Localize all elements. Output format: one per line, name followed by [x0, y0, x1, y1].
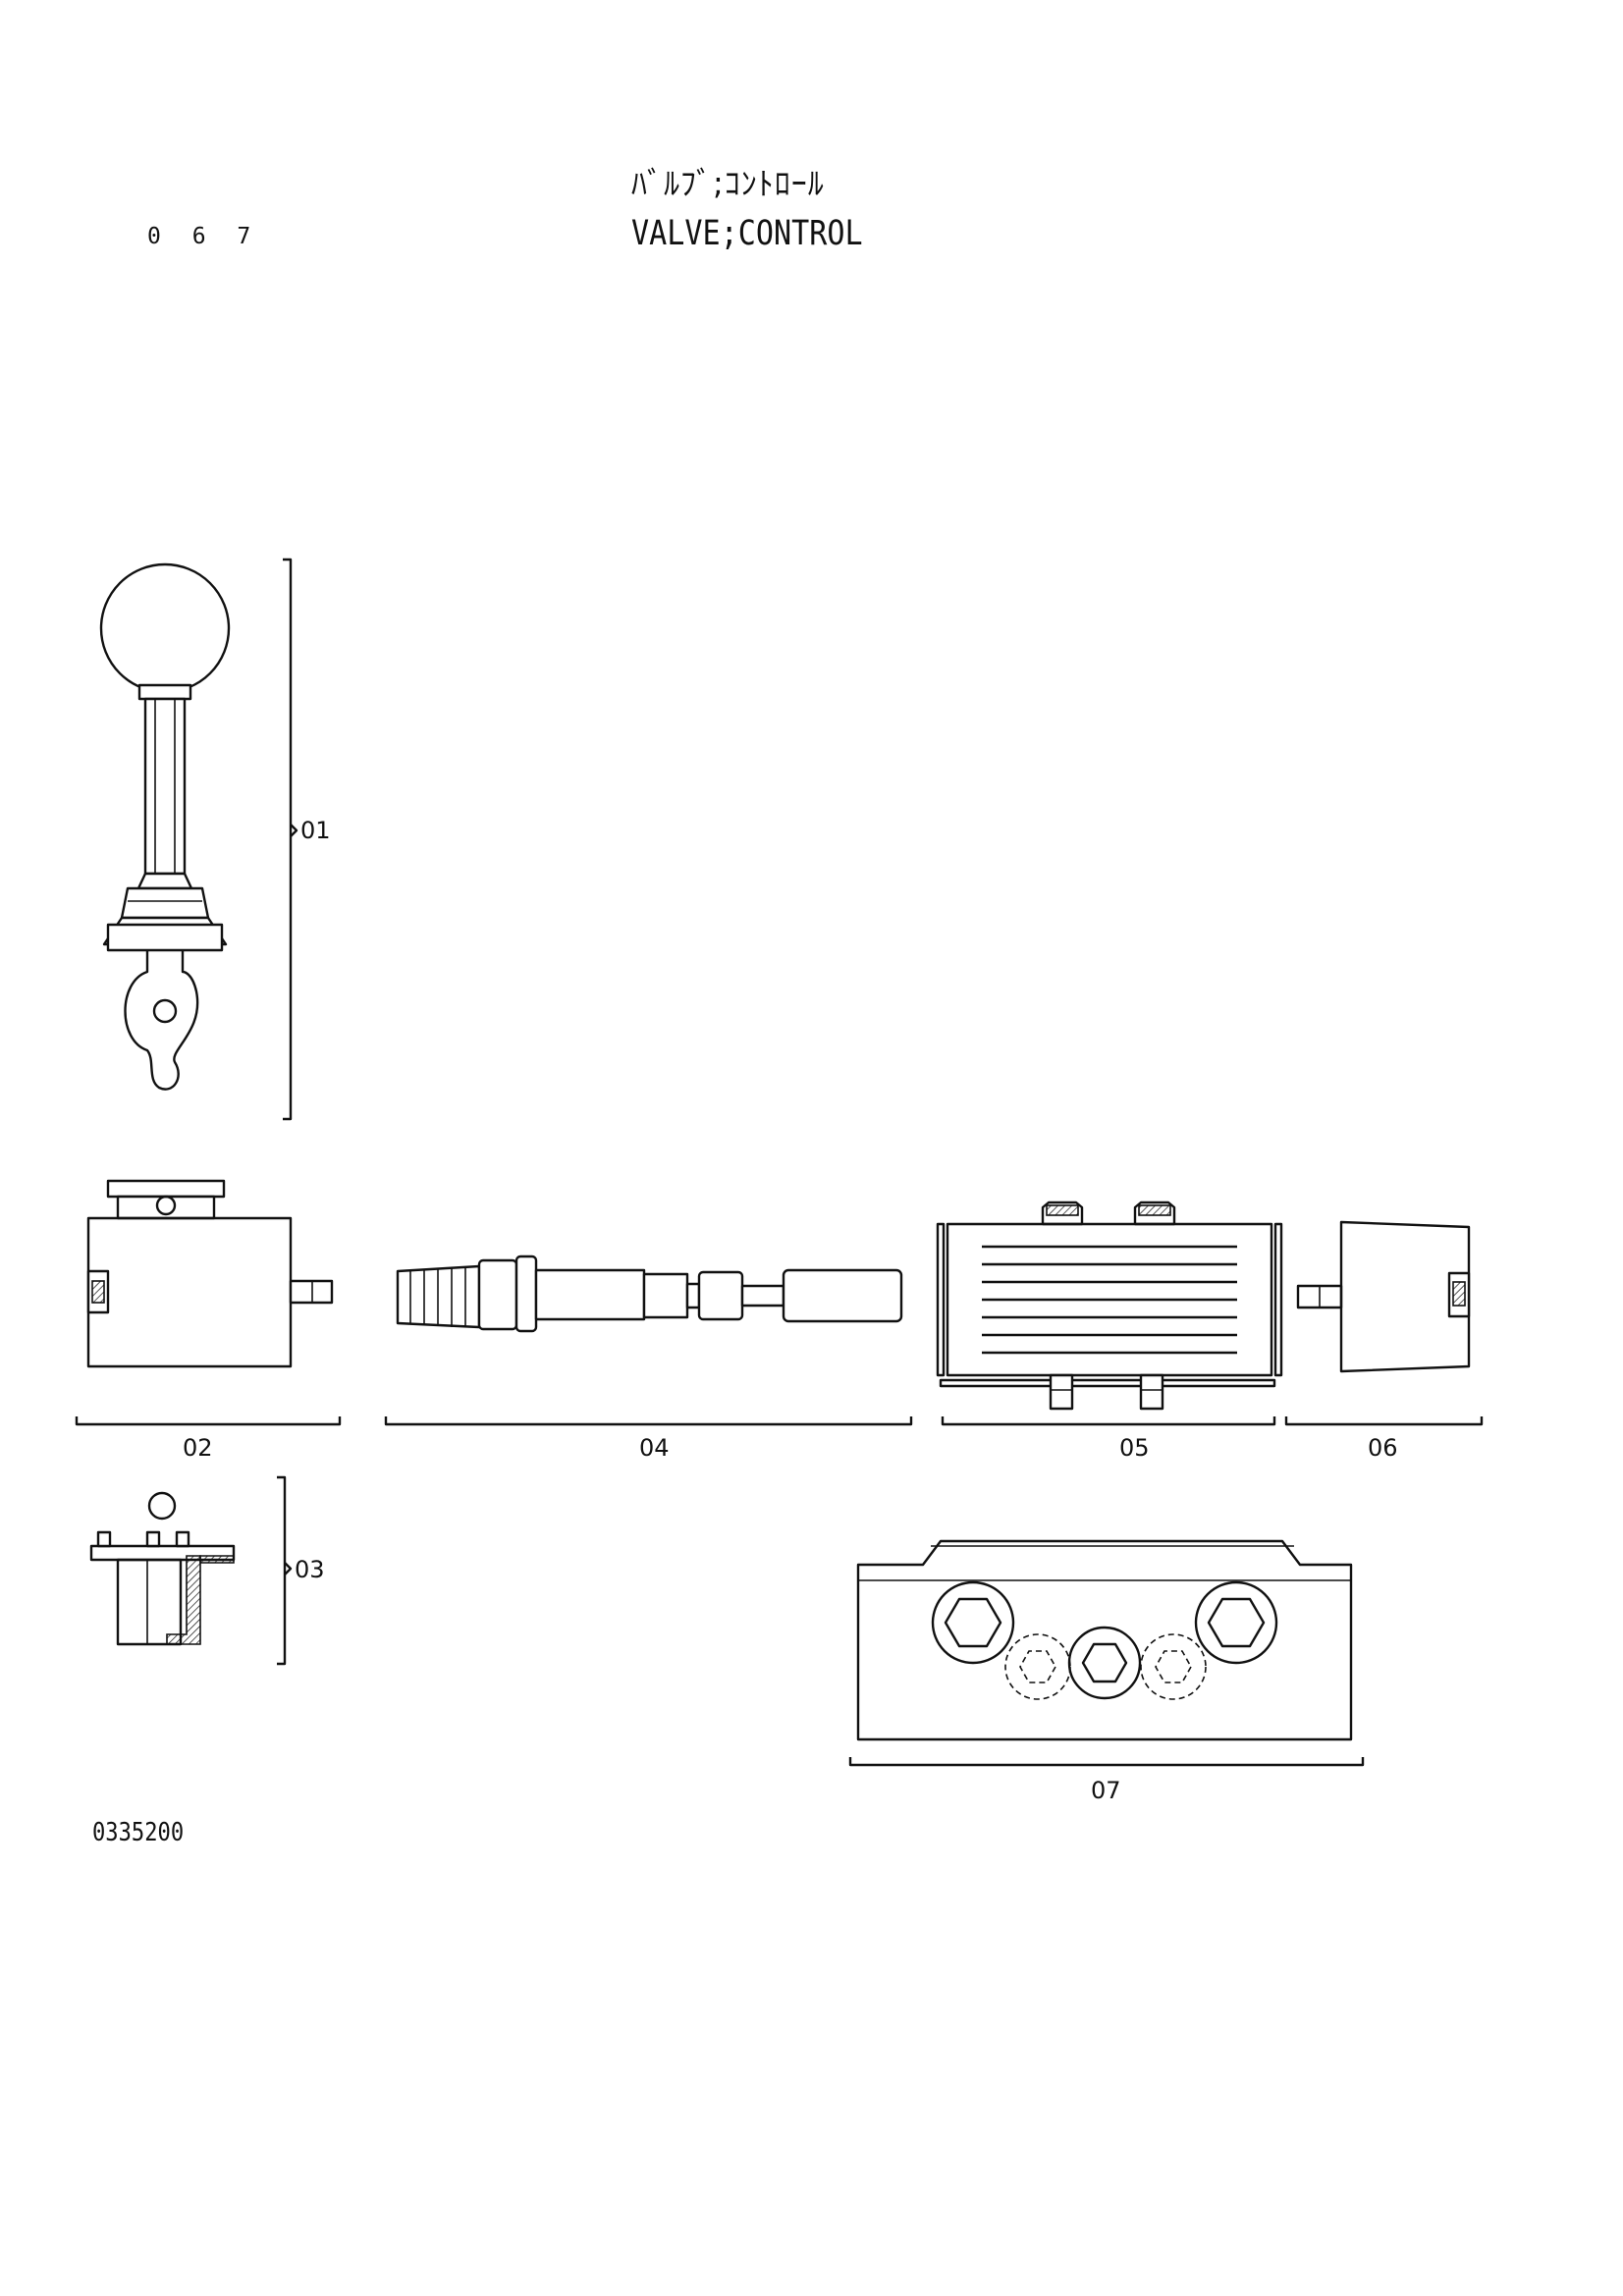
title-english: VALVE;CONTROL [631, 214, 863, 253]
part-01-lever: 01 [99, 558, 331, 1121]
callout-01: 01 [300, 817, 331, 844]
title-japanese: ﾊﾞﾙﾌﾞ;ｺﾝﾄﾛｰﾙ [631, 165, 825, 202]
part-03-seal: 03 [89, 1475, 325, 1666]
page-number: 0 6 7 [147, 224, 260, 249]
callout-03: 03 [295, 1556, 325, 1583]
callout-06: 06 [1368, 1434, 1398, 1462]
part-07-port-block: 07 [848, 1539, 1365, 1804]
callout-05: 05 [1119, 1434, 1150, 1462]
part-02-end-cover: 02 [75, 1179, 342, 1462]
callout-04: 04 [639, 1434, 670, 1462]
drawing-number: 0335200 [92, 1818, 185, 1847]
callout-07: 07 [1091, 1777, 1121, 1804]
part-06-end-cover: 06 [1284, 1220, 1484, 1462]
part-05-valve-section: 05 [936, 1201, 1283, 1462]
part-04-spool: 04 [384, 1255, 913, 1462]
callout-02: 02 [183, 1434, 213, 1462]
